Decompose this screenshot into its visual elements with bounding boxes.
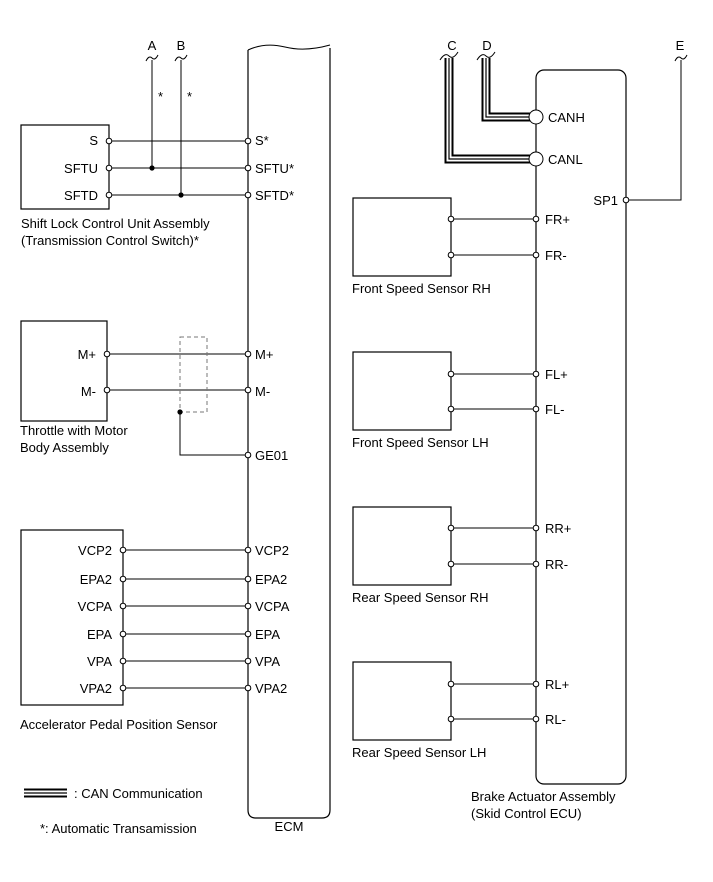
shift-lock-unit: S SFTU SFTD Shift Lock Control Unit Asse… (20, 124, 210, 248)
throttle-label-2: Body Assembly (20, 440, 109, 455)
ecm-pin-vcp2: VCP2 (255, 543, 289, 558)
brake-pin-rlplus: RL+ (545, 677, 569, 692)
speed-sensor-fl: FL+ FL- Front Speed Sensor LH (352, 351, 568, 450)
connector-c-label: C (447, 38, 456, 53)
splice-b (178, 192, 184, 198)
accel-pin-vcp2: VCP2 (78, 543, 112, 558)
canh-connector (528, 109, 544, 125)
shift-lock-label-2: (Transmission Control Switch)* (21, 233, 199, 248)
connector-a-note: * (158, 89, 163, 104)
brake-pin-rlminus: RL- (545, 712, 566, 727)
accel-pin-epa: EPA (87, 627, 112, 642)
ecm-pin-vpa: VPA (255, 654, 280, 669)
brake-pin-rrminus: RR- (545, 557, 568, 572)
speed-sensor-rl: RL+ RL- Rear Speed Sensor LH (352, 661, 569, 760)
legend-auto-text: *: Automatic Transamission (40, 821, 197, 836)
accel-pin-vpa2: VPA2 (80, 681, 112, 696)
connector-b-label: B (177, 38, 186, 53)
shield-dashed (179, 336, 208, 413)
shift-lock-wires: A B * * (105, 38, 252, 199)
brake-pin-sp1: SP1 (593, 193, 618, 208)
ecm-pin-vpa2: VPA2 (255, 681, 287, 696)
splice-a (149, 165, 155, 171)
throttle-pin-mplus: M+ (78, 347, 96, 362)
throttle-wires (103, 336, 252, 459)
throttle-pin-mminus: M- (81, 384, 96, 399)
connector-a-label: A (148, 38, 157, 53)
accel-wires (119, 546, 252, 692)
accel-pin-vcpa: VCPA (78, 599, 113, 614)
brake-pin-canl: CANL (548, 152, 583, 167)
ecm-pin-vcpa: VCPA (255, 599, 290, 614)
ecm-pin-ge01: GE01 (255, 448, 288, 463)
brake-pin-flminus: FL- (545, 402, 565, 417)
ecm-pin-epa2: EPA2 (255, 572, 287, 587)
canl-connector (528, 151, 544, 167)
brake-actuator: Brake Actuator Assembly (Skid Control EC… (471, 69, 627, 821)
brake-pin-rrplus: RR+ (545, 521, 571, 536)
rear-lh-label: Rear Speed Sensor LH (352, 745, 486, 760)
connector-d-label: D (482, 38, 491, 53)
brake-label-1: Brake Actuator Assembly (471, 789, 616, 804)
ecm: ECM (247, 44, 331, 834)
brake-pin-frminus: FR- (545, 248, 567, 263)
front-rh-label: Front Speed Sensor RH (352, 281, 491, 296)
shift-lock-pin-sftu: SFTU (64, 161, 98, 176)
accelerator-sensor: VCP2 EPA2 VCPA EPA VPA VPA2 Accelerator … (20, 529, 218, 732)
front-lh-label: Front Speed Sensor LH (352, 435, 489, 450)
throttle-label-1: Throttle with Motor (20, 423, 128, 438)
legend-can-text: : CAN Communication (74, 786, 203, 801)
brake-pin-flplus: FL+ (545, 367, 568, 382)
brake-pin-canh: CANH (548, 110, 585, 125)
speed-sensor-fr: FR+ FR- Front Speed Sensor RH (352, 197, 570, 296)
accel-label: Accelerator Pedal Position Sensor (20, 717, 218, 732)
ecm-pin-mplus: M+ (255, 347, 273, 362)
ecm-pin-mminus: M- (255, 384, 270, 399)
ecm-pin-sftu: SFTU* (255, 161, 294, 176)
rear-rh-label: Rear Speed Sensor RH (352, 590, 489, 605)
sp1-wire: E SP1 (593, 38, 688, 208)
shift-lock-pin-s: S (89, 133, 98, 148)
speed-sensor-rr: RR+ RR- Rear Speed Sensor RH (352, 506, 571, 605)
accel-pin-vpa: VPA (87, 654, 112, 669)
brake-pin-frplus: FR+ (545, 212, 570, 227)
shift-lock-label-1: Shift Lock Control Unit Assembly (21, 216, 210, 231)
ecm-pin-epa: EPA (255, 627, 280, 642)
shift-lock-pin-sftd: SFTD (64, 188, 98, 203)
brake-label-2: (Skid Control ECU) (471, 806, 582, 821)
connector-b-note: * (187, 89, 192, 104)
can-bus: C D CANH CANL (439, 38, 585, 167)
ecm-pin-s: S* (255, 133, 269, 148)
ecm-label: ECM (275, 819, 304, 834)
connector-e-label: E (676, 38, 685, 53)
ecm-pin-sftd: SFTD* (255, 188, 294, 203)
legend: : CAN Communication *: Automatic Transam… (24, 786, 203, 836)
accel-pin-epa2: EPA2 (80, 572, 112, 587)
throttle-body: M+ M- Throttle with Motor Body Assembly (20, 320, 128, 455)
